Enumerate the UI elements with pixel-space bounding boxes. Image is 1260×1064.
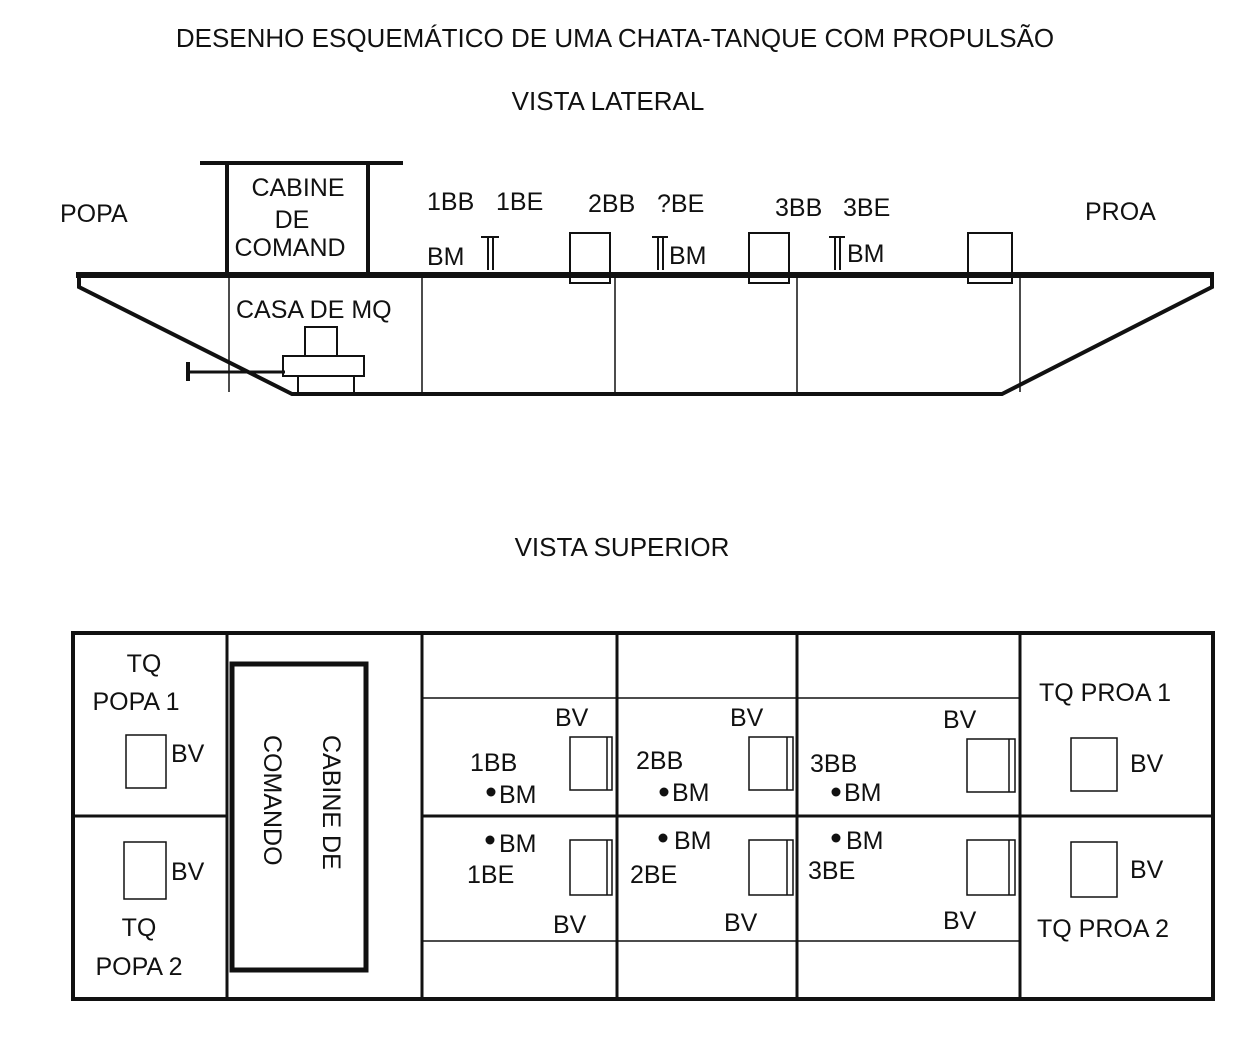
label-bv-3be: BV — [943, 907, 977, 935]
sounding-pipe-3 — [829, 236, 845, 270]
label-top-cabin-line1: CABINE DE — [317, 735, 345, 870]
label-bm-2: BM — [669, 242, 707, 270]
hatch-box — [967, 232, 1013, 284]
label-cabin-line2: DE — [275, 206, 310, 234]
bv-box-3be — [966, 839, 1016, 896]
top-view-heading: VISTA SUPERIOR — [515, 532, 730, 562]
label-bm-2bb: BM — [672, 779, 710, 807]
bv-box-popa1 — [125, 734, 167, 789]
label-bv-1be: BV — [553, 911, 587, 939]
bm-dot-3bb — [831, 787, 841, 797]
label-tank-1be: 1BE — [467, 861, 514, 889]
label-cabin-line3: COMAND — [234, 234, 345, 262]
label-bm-3be: BM — [846, 827, 884, 855]
label-bm-1: BM — [427, 243, 465, 271]
label-tank-3be: 3BE — [808, 857, 855, 885]
label-bv-popa2: BV — [171, 858, 205, 886]
label-bm-1be: BM — [499, 830, 537, 858]
hatch-box — [569, 232, 611, 284]
bv-box-2bb — [748, 736, 794, 791]
command-cabin-outline — [229, 661, 369, 973]
label-tank-2be: ?BE — [657, 190, 704, 218]
drawing-title: DESENHO ESQUEMÁTICO DE UMA CHATA-TANQUE … — [176, 23, 1054, 53]
top-view: CABINE DE COMANDO TQ POPA 1 BV BV TQ P — [71, 631, 1215, 1001]
label-tq-proa1: TQ PROA 1 — [1039, 679, 1171, 707]
label-bv-proa2: BV — [1130, 856, 1164, 884]
bv-box-proa1 — [1070, 737, 1118, 792]
label-bm-3bb: BM — [844, 779, 882, 807]
bv-box-proa2 — [1070, 841, 1118, 898]
label-bv-2be: BV — [724, 909, 758, 937]
label-tank-3bb: 3BB — [775, 194, 822, 222]
label-tq-popa1-line1: TQ — [127, 650, 162, 678]
label-tq-popa2-line1: TQ — [122, 914, 157, 942]
label-engine-room: CASA DE MQ — [236, 296, 392, 324]
label-tank-3bb: 3BB — [810, 750, 857, 778]
label-tank-3be: 3BE — [843, 194, 890, 222]
label-bv-proa1: BV — [1130, 750, 1164, 778]
sounding-pipe-2 — [652, 236, 668, 270]
label-bv-3bb: BV — [943, 706, 977, 734]
label-tank-2bb: 2BB — [636, 747, 683, 775]
label-bm-2be: BM — [674, 827, 712, 855]
label-bv-popa1: BV — [171, 740, 205, 768]
bv-box-1be — [569, 839, 613, 896]
bv-box-popa2 — [123, 841, 167, 900]
label-tank-2bb: 2BB — [588, 190, 635, 218]
sounding-pipe-1 — [481, 236, 499, 270]
label-cabin-line1: CABINE — [251, 174, 344, 202]
hatch-box — [748, 232, 790, 284]
engine-top-block — [304, 326, 338, 357]
bm-dot-2be — [658, 833, 668, 843]
label-tank-1be: 1BE — [496, 188, 543, 216]
bv-box-3bb — [966, 738, 1016, 793]
side-view: POPA PROA CABINE DE COMAND CASA DE MQ 1B… — [60, 161, 1214, 396]
side-view-heading: VISTA LATERAL — [512, 86, 705, 116]
label-tq-proa2: TQ PROA 2 — [1037, 915, 1169, 943]
bm-dot-1be — [485, 835, 495, 845]
engine-body — [282, 355, 365, 377]
label-tank-1bb: 1BB — [427, 188, 474, 216]
label-tank-1bb: 1BB — [470, 749, 517, 777]
label-proa: PROA — [1085, 198, 1156, 226]
label-bm-1bb: BM — [499, 781, 537, 809]
label-bv-1bb: BV — [555, 704, 589, 732]
label-popa: POPA — [60, 200, 128, 228]
label-bm-3: BM — [847, 240, 885, 268]
bv-box-1bb — [569, 736, 613, 791]
bm-dot-3be — [831, 833, 841, 843]
label-tank-2be: 2BE — [630, 861, 677, 889]
label-tq-popa1-line2: POPA 1 — [92, 688, 179, 716]
bm-dot-1bb — [486, 787, 496, 797]
label-tq-popa2-line2: POPA 2 — [95, 953, 182, 981]
bv-box-2be — [748, 839, 794, 896]
hull-outline — [77, 276, 1214, 396]
label-top-cabin-line2: COMANDO — [258, 735, 286, 866]
bm-dot-2bb — [659, 787, 669, 797]
label-bv-2bb: BV — [730, 704, 764, 732]
